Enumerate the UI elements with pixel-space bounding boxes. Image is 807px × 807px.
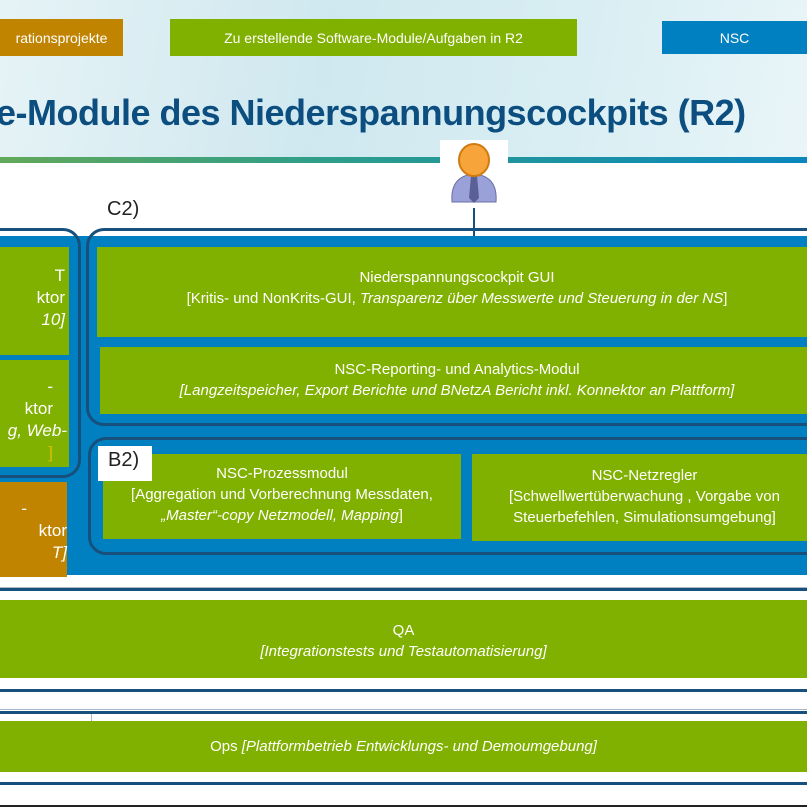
ops-title: Ops bbox=[210, 738, 238, 755]
divider bbox=[0, 711, 807, 714]
left-box-text: - bbox=[21, 499, 27, 518]
header-stripe bbox=[0, 157, 807, 163]
left-box-text: ] bbox=[48, 443, 53, 462]
ops-module: Ops [Plattformbetrieb Entwicklungs- und … bbox=[0, 721, 807, 772]
gui-detail-italic: Transparenz über Messwerte und Steuerung… bbox=[359, 290, 724, 307]
left-box-text: ktor bbox=[36, 288, 65, 307]
divider bbox=[0, 805, 807, 807]
left-box-text: 10] bbox=[41, 310, 65, 329]
prozess-title: NSC-Prozessmodul bbox=[216, 465, 348, 482]
reporting-title: NSC-Reporting- und Analytics-Modul bbox=[334, 361, 580, 378]
c2-outline bbox=[86, 228, 807, 426]
divider bbox=[91, 714, 92, 722]
left-box-text: ktor bbox=[38, 521, 67, 540]
page-title: e-Module des Niederspannungscockpits (R2… bbox=[0, 92, 746, 133]
netzregler-detail: [Schwellwertüberwachung , Vorgabe von bbox=[509, 488, 780, 505]
qa-detail: [Integrationstests und Testautomatisieru… bbox=[260, 643, 547, 660]
user-icon bbox=[440, 140, 508, 208]
legend-nsc: NSC bbox=[662, 21, 807, 54]
gui-detail-end: ] bbox=[723, 290, 728, 307]
prozess-module: NSC-Prozessmodul [Aggregation und Vorber… bbox=[103, 454, 461, 539]
legend-modules: Zu erstellende Software-Module/Aufgaben … bbox=[170, 19, 577, 56]
left-box-text: T bbox=[54, 266, 65, 285]
prozess-detail-end: ] bbox=[398, 507, 403, 524]
qa-module: QA [Integrationstests und Testautomatisi… bbox=[0, 600, 807, 678]
b2-label: B2) bbox=[98, 446, 152, 481]
c2-label: C2) bbox=[107, 198, 140, 220]
divider bbox=[0, 587, 807, 588]
netzregler-title: NSC-Netzregler bbox=[591, 467, 698, 484]
left-box-text: g, Web- bbox=[7, 421, 67, 440]
legend-integration: rationsprojekte bbox=[0, 19, 123, 56]
left-box-text: T] bbox=[51, 543, 67, 562]
gui-detail: [Kritis- und NonKrits-GUI, bbox=[186, 290, 360, 307]
left-group-outline bbox=[0, 228, 81, 478]
gui-title: Niederspannungscockpit GUI bbox=[359, 269, 555, 286]
netzregler-module: NSC-Netzregler [Schwellwertüberwachung ,… bbox=[472, 454, 807, 541]
left-box-text: ktor bbox=[24, 399, 53, 418]
gui-module: Niederspannungscockpit GUI [Kritis- und … bbox=[97, 247, 807, 337]
left-box-2: - ktor g, Web-] bbox=[0, 360, 69, 467]
divider bbox=[0, 709, 807, 710]
qa-title: QA bbox=[392, 622, 415, 639]
divider bbox=[0, 588, 807, 591]
prozess-detail: [Aggregation und Vorberechnung Messdaten… bbox=[131, 486, 433, 503]
divider bbox=[0, 689, 807, 692]
prozess-detail-italic: „Master“-copy Netzmodell, Mapping bbox=[161, 507, 399, 524]
reporting-detail: [Langzeitspeicher, Export Berichte und B… bbox=[179, 382, 735, 399]
arrow-line bbox=[473, 208, 475, 246]
left-box-text: - bbox=[47, 377, 53, 396]
divider bbox=[0, 782, 807, 785]
b2-outline bbox=[88, 437, 807, 555]
ops-detail: [Plattformbetrieb Entwicklungs- und Demo… bbox=[241, 738, 597, 755]
reporting-module: NSC-Reporting- und Analytics-Modul [Lang… bbox=[100, 347, 807, 414]
netzregler-detail: Steuerbefehlen, Simulationsumgebung] bbox=[513, 509, 776, 526]
